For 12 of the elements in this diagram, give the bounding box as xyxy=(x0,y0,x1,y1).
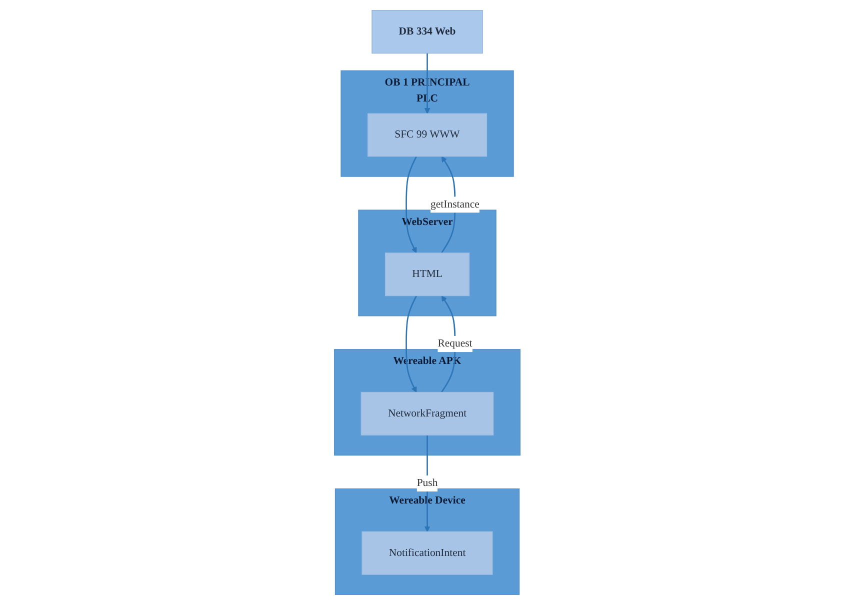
arrow xyxy=(405,295,417,393)
arrow xyxy=(405,156,417,254)
edge-label: Request xyxy=(437,338,472,350)
node-box: NotificationIntent xyxy=(361,531,493,575)
node-box: DB 334 Web xyxy=(371,10,483,54)
node-box: HTML xyxy=(384,252,470,296)
node-box: NetworkFragment xyxy=(360,392,494,436)
node-box: SFC 99 WWW xyxy=(367,113,487,157)
edge-label: Push xyxy=(416,477,438,489)
edge-label: getInstance xyxy=(430,198,480,210)
arrow xyxy=(424,53,430,114)
arrow xyxy=(424,435,430,532)
